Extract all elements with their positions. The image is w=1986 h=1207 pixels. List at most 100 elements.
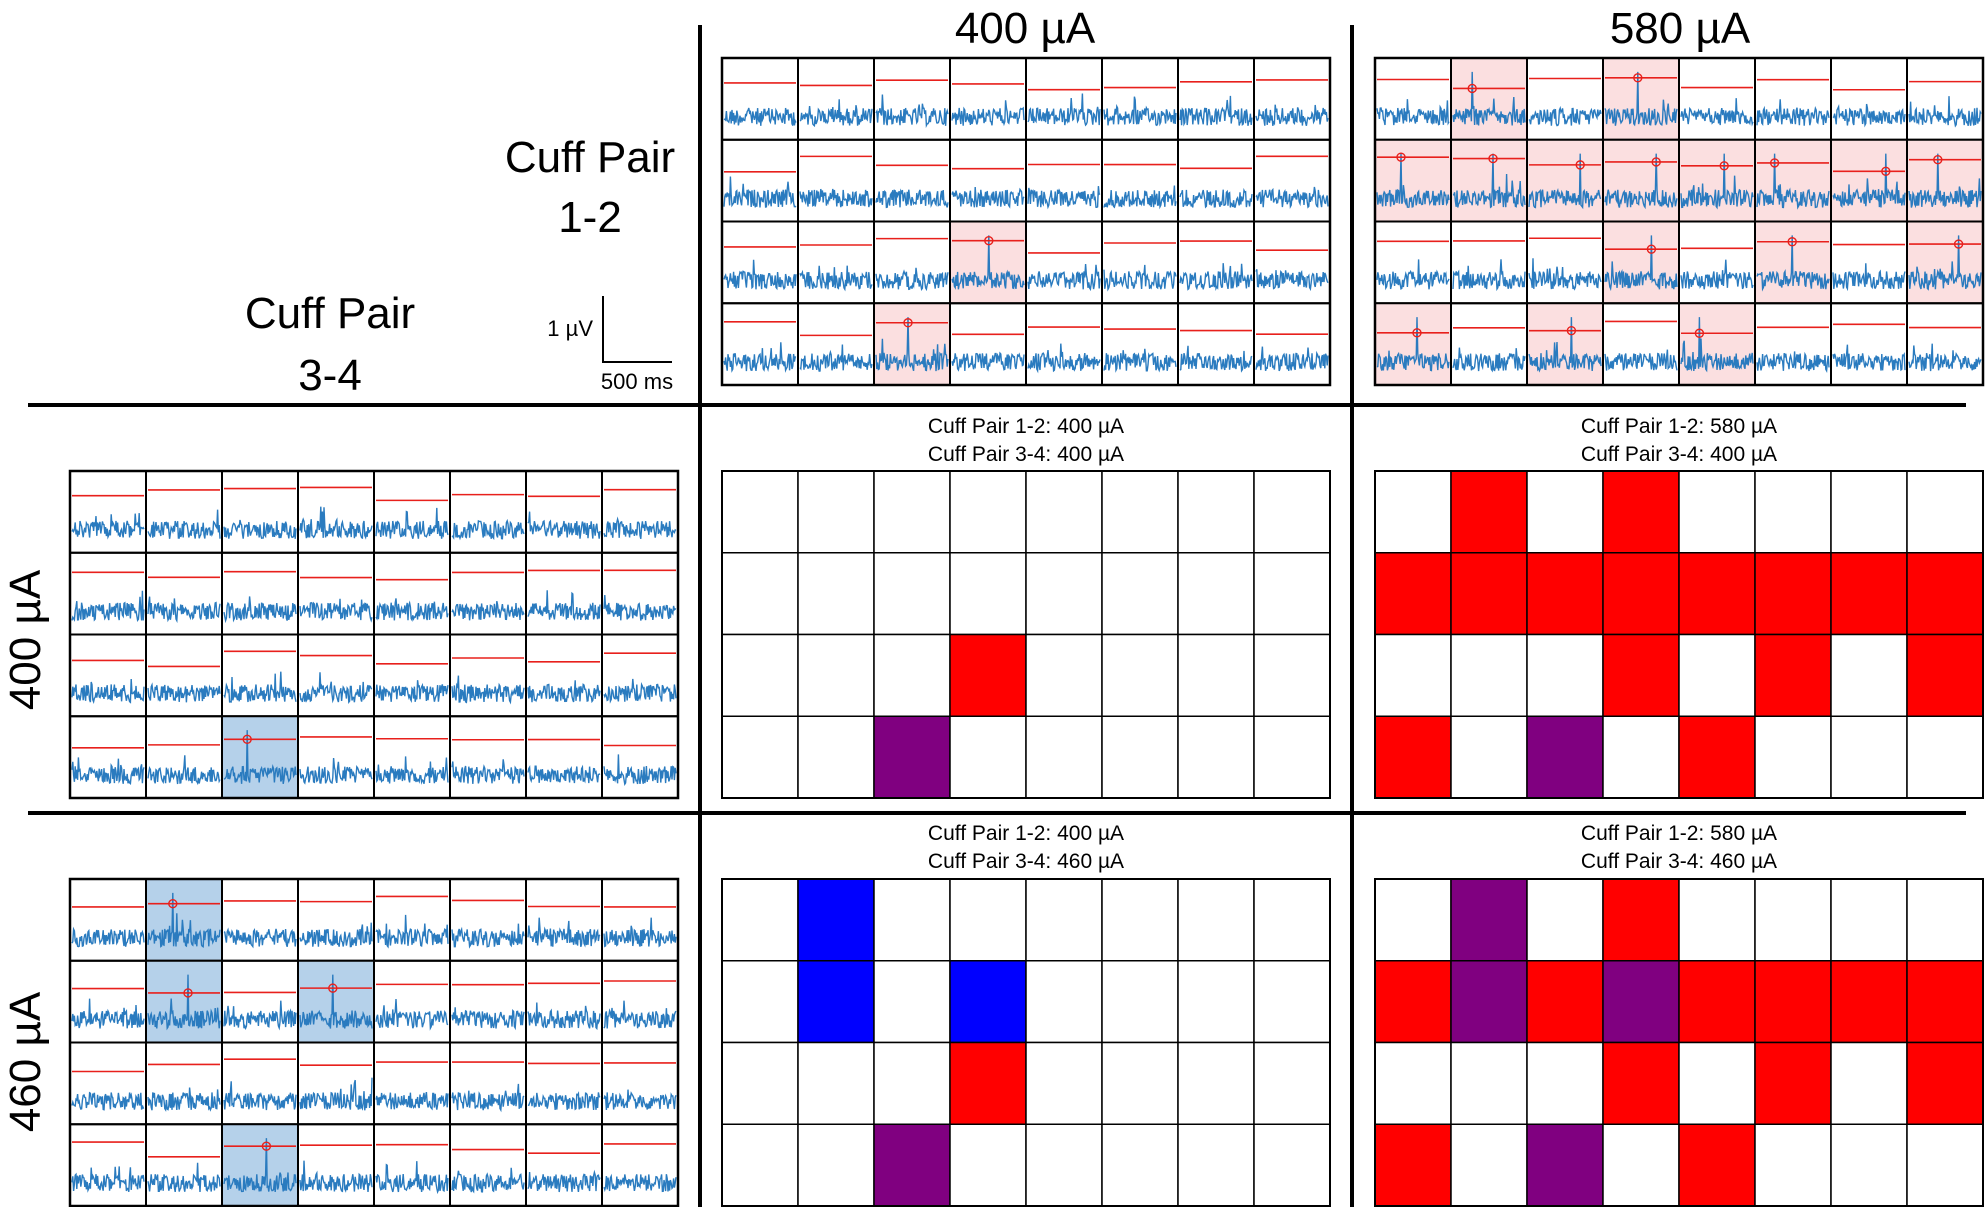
trace-cell-border: [145, 1123, 223, 1207]
trace-cell: [1101, 220, 1179, 305]
grid-cell: [1450, 715, 1528, 799]
signal-trace: [1255, 269, 1329, 292]
signal-trace: [223, 671, 297, 703]
trace-cell-border: [1025, 302, 1103, 386]
detection-marker: [1412, 328, 1422, 338]
signal-trace: [299, 672, 373, 704]
trace-highlight: [222, 716, 298, 798]
trace-cell-border: [1025, 57, 1103, 141]
grid-cell: [1602, 715, 1680, 799]
trace-cell: [601, 1041, 679, 1126]
trace-cell: [1450, 302, 1528, 386]
trace-cell: [1374, 302, 1452, 386]
trace-cell: [601, 959, 679, 1044]
trace-cell-border: [949, 57, 1027, 141]
signal-trace: [951, 186, 1025, 209]
detection-marker: [1467, 83, 1477, 94]
signal-trace: [1376, 99, 1450, 126]
trace-cell-border: [797, 138, 875, 223]
trace-cell-border: [373, 878, 451, 962]
detection-marker: [1566, 325, 1577, 336]
signal-trace: [1604, 235, 1678, 292]
grid-cell: [797, 715, 875, 799]
grid-cell: [1374, 470, 1452, 554]
trace-cell-border: [221, 959, 299, 1044]
trace-cell-border: [873, 57, 951, 141]
row-header-400: 400 µA: [1, 569, 50, 710]
trace-cell: [1177, 220, 1255, 305]
trace-cell: [1177, 57, 1255, 141]
signal-trace: [71, 1166, 145, 1193]
signal-trace: [147, 974, 221, 1031]
signal-trace: [1255, 104, 1329, 126]
grid-cell: [1754, 552, 1832, 636]
cuff-pair-3-4-line2: 3-4: [298, 351, 362, 400]
trace-cell: [449, 878, 527, 962]
signal-trace: [723, 259, 797, 291]
signal-trace: [451, 1007, 525, 1031]
grid-cell: [1450, 960, 1528, 1044]
trace-cell: [145, 878, 223, 962]
trace-cell-border: [1101, 220, 1179, 305]
trace-cell-border: [525, 878, 603, 962]
trace-cell-border: [69, 959, 147, 1044]
signal-trace: [527, 917, 601, 948]
trace-cell: [297, 1123, 375, 1207]
trace-cell: [69, 1041, 147, 1126]
trace-cell: [373, 959, 451, 1044]
trace-cell: [1754, 138, 1832, 223]
trace-cell: [297, 1041, 375, 1126]
trace-cell: [297, 633, 375, 718]
trace-cell: [1754, 220, 1832, 305]
signal-trace: [527, 511, 601, 539]
trace-cell-border: [373, 1123, 451, 1207]
grid-cell: [1754, 878, 1832, 962]
trace-cell-border: [221, 470, 299, 554]
grid-400-400: [721, 470, 1331, 799]
trace-cell-border: [297, 470, 375, 554]
trace-panel-border: [68, 469, 680, 800]
trace-cell-border: [373, 1041, 451, 1126]
grid-580-460-title-1: Cuff Pair 1-2: 580 µA: [1581, 822, 1777, 845]
trace-panel-border: [720, 56, 1332, 387]
trace-cell: [69, 470, 147, 554]
grid-cell: [949, 470, 1027, 554]
column-header-400: 400 µA: [955, 4, 1096, 53]
trace-cell: [797, 57, 875, 141]
grid-cell: [1177, 633, 1255, 717]
trace-cell-border: [69, 551, 147, 636]
grid-580-400-title-1: Cuff Pair 1-2: 580 µA: [1581, 415, 1777, 438]
signal-trace: [603, 595, 677, 621]
grid-cell: [721, 960, 799, 1044]
grid-cell: [1678, 1123, 1756, 1207]
trace-cell: [1830, 220, 1908, 305]
trace-cell: [1526, 220, 1604, 305]
trace-panel-top-580: [1373, 56, 1985, 387]
signal-trace: [1027, 343, 1101, 374]
signal-trace: [1103, 96, 1177, 127]
trace-cell-border: [525, 470, 603, 554]
grid-cell: [1025, 1123, 1103, 1207]
signal-trace: [1376, 259, 1450, 291]
grid-cell: [1602, 1041, 1680, 1125]
trace-cell-border: [1253, 57, 1331, 141]
signal-trace: [147, 1162, 221, 1193]
signal-trace: [375, 998, 449, 1031]
grid-cell: [1526, 1123, 1604, 1207]
signal-trace: [1908, 343, 1982, 372]
grid-cell: [1602, 878, 1680, 962]
trace-cell-border: [601, 551, 679, 636]
signal-trace: [723, 342, 797, 373]
grid-cell: [1678, 1041, 1756, 1125]
grid-580-400-title-2: Cuff Pair 3-4: 400 µA: [1581, 443, 1777, 466]
signal-trace: [71, 1091, 145, 1111]
grid-cell: [797, 1041, 875, 1125]
trace-cell-border: [221, 878, 299, 962]
trace-cell: [1602, 302, 1680, 386]
grid-cell: [797, 960, 875, 1044]
scale-bar-x-label: 500 ms: [601, 369, 673, 394]
signal-trace: [1604, 349, 1678, 371]
signal-trace: [1680, 259, 1754, 290]
grid-cell: [1754, 1041, 1832, 1125]
signal-trace: [451, 759, 525, 784]
